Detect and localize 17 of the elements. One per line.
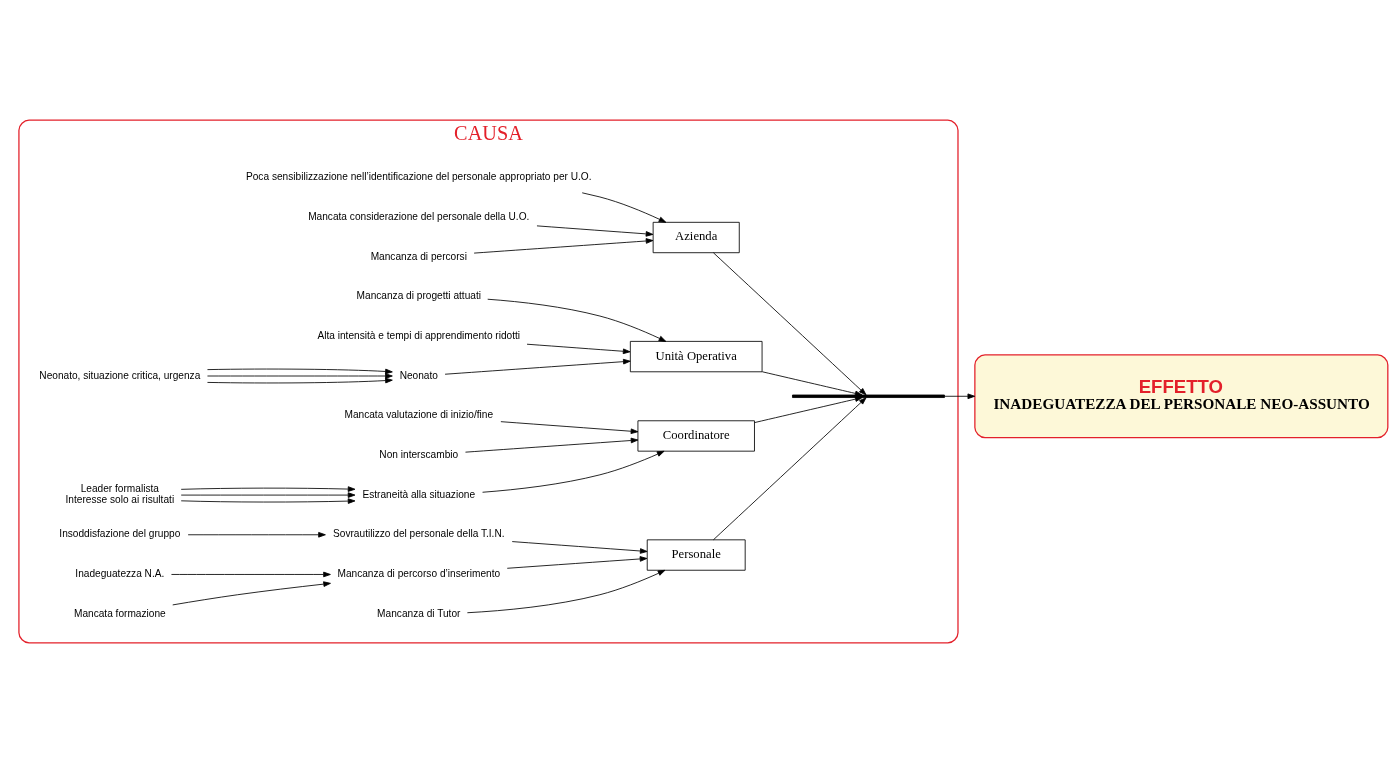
node-text: Mancanza di progetti attuati xyxy=(356,289,481,301)
node-text: Sovrautilizzo del personale della T.I.N. xyxy=(333,527,505,539)
node-text: Inadeguatezza N.A. xyxy=(75,567,165,579)
node-text: Alta intensità e tempi di apprendimento ridotti xyxy=(317,329,521,341)
node-text: Estraneità alla situazione xyxy=(362,488,476,500)
node-text: Mancanza di percorso d’inserimento xyxy=(337,567,501,579)
node-text: Neonato xyxy=(399,369,438,381)
node-text: Insoddisfazione del gruppo xyxy=(59,527,181,539)
node-text: Mancata formazione xyxy=(73,607,166,619)
node-text: Non interscambio xyxy=(379,448,459,460)
node-text: Neonato, situazione critica, urgenza xyxy=(39,369,201,381)
node-text: Mancata considerazione del personale della U.O. xyxy=(308,210,530,222)
node-text: Poca sensibilizzazione nell’identificazione del personale appropriato per U.O. xyxy=(246,170,592,182)
node-text: Leader formalista Interesse solo ai risultati xyxy=(65,482,175,505)
node-text: Mancanza di percorsi xyxy=(370,250,467,262)
node-text: Mancanza di Tutor xyxy=(377,607,461,619)
node-text: Mancata valutazione di inizio/fine xyxy=(344,408,494,420)
